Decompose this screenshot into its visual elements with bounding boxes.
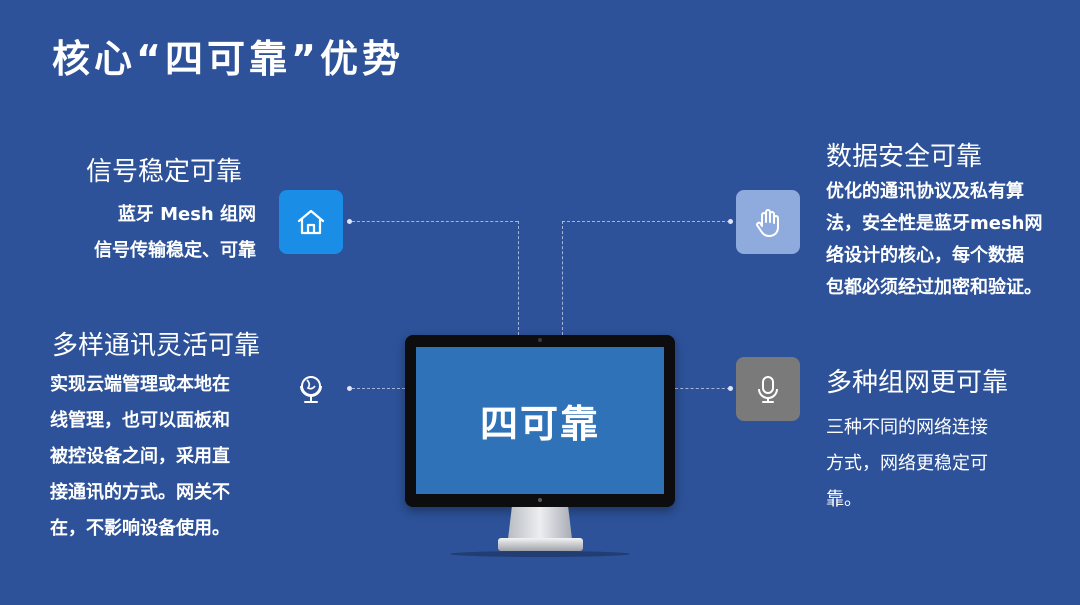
connector-line <box>675 388 730 389</box>
networking-line: 方式，网络更稳定可 <box>826 453 988 474</box>
security-line: 优化的通讯协议及私有算 <box>826 181 1024 202</box>
flexible-heading: 多样通讯灵活可靠 <box>52 331 261 361</box>
connector-dot <box>728 219 733 224</box>
connector-line <box>352 221 518 222</box>
monitor-stand <box>508 507 572 539</box>
signal-line: 蓝牙 Mesh 组网 <box>117 204 256 225</box>
flexible-line: 在，不影响设备使用。 <box>50 518 230 539</box>
monitor-screen: 四可靠 <box>416 347 664 494</box>
flexible-line: 接通讯的方式。网关不 <box>50 482 230 503</box>
signal-icon-box <box>279 190 343 254</box>
signal-line: 信号传输稳定、可靠 <box>94 240 256 261</box>
flexible-line: 线管理，也可以面板和 <box>50 410 230 431</box>
security-heading: 数据安全可靠 <box>826 142 983 172</box>
security-line: 法，安全性是蓝牙mesh网 <box>826 213 1043 234</box>
security-line: 包都必须经过加密和验证。 <box>826 277 1042 298</box>
connector-dot <box>347 219 352 224</box>
monitor-screen-text: 四可靠 <box>479 402 600 446</box>
security-line: 络设计的核心，每个数据 <box>826 245 1024 266</box>
monitor-camera <box>538 338 542 342</box>
connector-dot <box>728 386 733 391</box>
monitor-shadow <box>450 551 630 557</box>
connector-line <box>352 388 405 389</box>
connector-dot <box>347 386 352 391</box>
signal-heading: 信号稳定可靠 <box>86 157 243 187</box>
microphone-icon <box>758 376 778 403</box>
connector-line <box>562 221 563 335</box>
connector-line <box>562 221 730 222</box>
globe-icon <box>296 372 326 406</box>
networking-description: 三种不同的网络连接 方式，网络更稳定可 靠。 <box>826 410 988 518</box>
monitor-logo <box>538 498 542 502</box>
networking-line: 靠。 <box>826 489 862 510</box>
flexible-line: 被控设备之间，采用直 <box>50 446 230 467</box>
networking-line: 三种不同的网络连接 <box>826 417 988 438</box>
monitor-stand-base <box>498 538 583 551</box>
page-title: 核心“四可靠”优势 <box>52 37 404 81</box>
security-description: 优化的通讯协议及私有算 法，安全性是蓝牙mesh网 络设计的核心，每个数据 包都… <box>826 176 1043 304</box>
networking-icon-box <box>736 357 800 421</box>
networking-heading: 多种组网更可靠 <box>826 368 1009 398</box>
home-icon <box>297 209 325 235</box>
flexible-line: 实现云端管理或本地在 <box>50 374 230 395</box>
security-icon-box <box>736 190 800 254</box>
connector-line <box>518 221 519 335</box>
flexible-description: 实现云端管理或本地在 线管理，也可以面板和 被控设备之间，采用直 接通讯的方式。… <box>50 367 230 547</box>
hand-icon <box>756 209 779 237</box>
signal-description: 蓝牙 Mesh 组网 信号传输稳定、可靠 <box>94 197 256 269</box>
